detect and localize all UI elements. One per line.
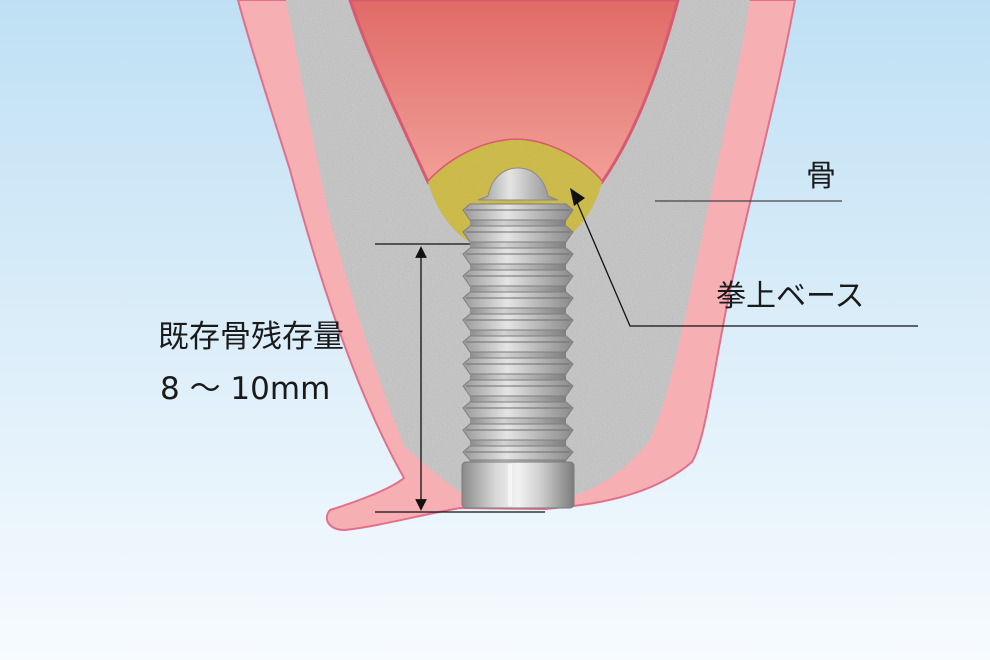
implant-thread [462, 269, 574, 287]
implant-thread [462, 379, 574, 397]
label-lift-base: 拳上ベース [716, 279, 865, 314]
lift-leader-line [575, 199, 918, 327]
implant-thread [462, 291, 574, 309]
implant-thread [462, 203, 574, 221]
lift-leader-arrowhead [570, 188, 585, 206]
label-existing-bone: 既存骨残存量 [158, 319, 344, 355]
implant-thread [462, 401, 574, 419]
implant-thread [462, 225, 574, 243]
implant-collar [461, 461, 575, 509]
label-bone: 骨 [806, 159, 836, 194]
dental-implant [461, 167, 575, 509]
label-measurement: 8 ～ 10mm [160, 371, 331, 407]
implant-thread [462, 335, 574, 353]
implant-apex [477, 167, 559, 201]
implant-thread [462, 247, 574, 265]
implant-threads [462, 203, 574, 461]
implant-thread [462, 423, 574, 441]
implant-thread [462, 357, 574, 375]
implant-thread [462, 445, 574, 461]
implant-thread [462, 313, 574, 331]
